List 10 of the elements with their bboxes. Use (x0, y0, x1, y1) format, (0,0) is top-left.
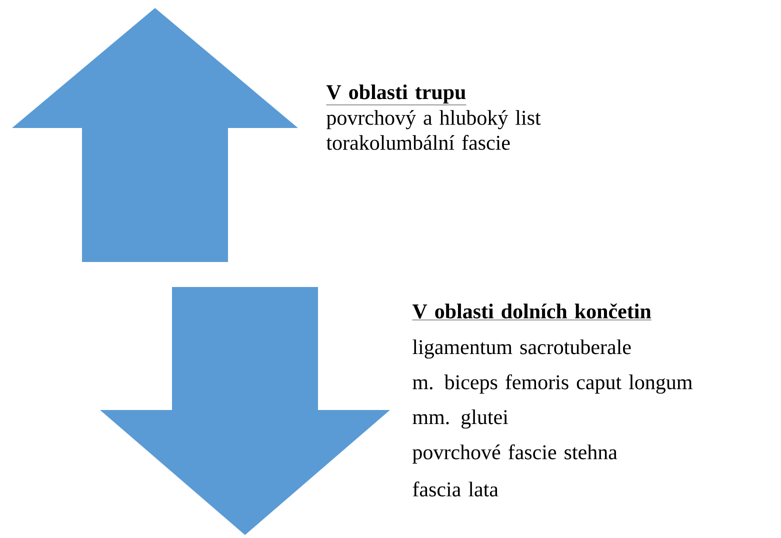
heading: V oblasti trupu (326, 84, 466, 106)
list-text: mm. glutei (412, 409, 508, 429)
heading: V oblasti dolních končetin (412, 303, 652, 320)
list-text: fascia lata (412, 482, 498, 496)
list-text: povrchové fascie stehna (412, 444, 618, 464)
list-text: ligamentum sacrotuberale (412, 339, 631, 359)
block-arrow (12, 8, 298, 262)
block-arrow (100, 287, 390, 535)
list-text: povrchový a hluboký list torakolumbální fascie (326, 110, 541, 150)
list-text: m. biceps femoris caput longum (412, 374, 692, 394)
